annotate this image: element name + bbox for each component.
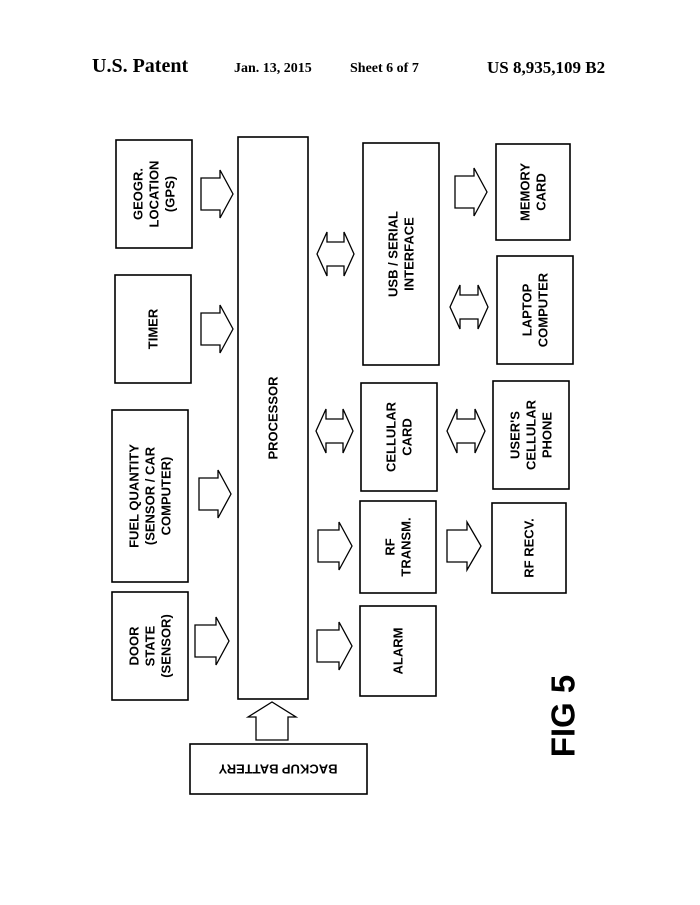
block-rf-transm: RFTRANSM.: [360, 501, 436, 593]
arrow-processor-cellular: [316, 409, 353, 453]
block-cellular: CELLULARCARD: [361, 383, 437, 491]
block-label-line: USB / SERIAL: [386, 211, 401, 297]
arrow-usb-to-memory: [455, 168, 487, 216]
block-processor-label: PROCESSOR: [266, 376, 281, 460]
block-label-line: FUEL QUANTITY: [127, 444, 142, 548]
block-label-line: USER'S: [508, 411, 523, 459]
block-label-line: TRANSM.: [399, 517, 414, 576]
block-gps: GEOGR.LOCATION(GPS): [116, 140, 192, 248]
arrow-processor-to-alarm: [317, 622, 352, 670]
block-label-line: GEOGR.: [131, 168, 146, 220]
block-label-line: COMPUTER): [159, 457, 174, 536]
block-label-line: TIMER: [146, 308, 161, 349]
block-label-line: (SENSOR): [159, 614, 174, 678]
block-label-line: COMPUTER: [536, 272, 551, 347]
block-label-line: (SENSOR / CAR: [143, 446, 158, 545]
block-label-line: CELLULAR: [384, 401, 399, 472]
block-label-line: LAPTOP: [520, 283, 535, 336]
block-alarm-label: ALARM: [391, 628, 406, 675]
figure-label: FIG 5: [545, 675, 582, 758]
block-label-line: ALARM: [391, 628, 406, 675]
block-label-line: CELLULAR: [524, 399, 539, 470]
block-alarm: ALARM: [360, 606, 436, 696]
block-phone: USER'SCELLULARPHONE: [493, 381, 569, 489]
block-label-line: RF: [383, 538, 398, 555]
arrow-fuel-to-processor: [199, 470, 231, 518]
block-label-line: STATE: [143, 625, 158, 666]
block-label-line: (GPS): [163, 176, 178, 212]
block-label-line: PHONE: [540, 412, 555, 459]
block-processor: PROCESSOR: [238, 137, 308, 699]
block-battery: BACKUP BATTERY: [190, 744, 367, 794]
block-battery-label: BACKUP BATTERY: [218, 762, 337, 777]
block-label-line: LOCATION: [147, 161, 162, 228]
block-label-line: PROCESSOR: [266, 376, 281, 460]
block-label-line: MEMORY: [518, 163, 533, 221]
block-label-line: CARD: [534, 173, 549, 211]
block-usb: USB / SERIALINTERFACE: [363, 143, 439, 365]
arrow-timer-to-processor: [201, 305, 233, 353]
arrow-battery-to-processor: [248, 702, 296, 740]
block-label-line: CARD: [400, 418, 415, 456]
block-fuel: FUEL QUANTITY(SENSOR / CARCOMPUTER): [112, 410, 188, 582]
arrow-gps-to-processor: [201, 170, 233, 218]
block-laptop: LAPTOPCOMPUTER: [497, 256, 573, 364]
block-fuel-label: FUEL QUANTITY(SENSOR / CARCOMPUTER): [127, 444, 174, 548]
arrow-processor-usb: [317, 232, 354, 276]
block-memory: MEMORYCARD: [496, 144, 570, 240]
block-rf-recv-label: RF RECV.: [522, 518, 537, 577]
arrow-rf-transm-to-recv: [447, 522, 481, 570]
block-label-line: INTERFACE: [402, 217, 417, 291]
block-timer-label: TIMER: [146, 308, 161, 349]
block-usb-label: USB / SERIALINTERFACE: [386, 211, 417, 297]
block-rf-recv: RF RECV.: [492, 503, 566, 593]
arrow-cellular-phone: [447, 409, 485, 453]
arrow-processor-to-rf: [318, 522, 352, 570]
block-door: DOORSTATE(SENSOR): [112, 592, 188, 700]
block-label-line: DOOR: [127, 626, 142, 666]
block-label-line: BACKUP BATTERY: [218, 762, 337, 777]
block-label-line: RF RECV.: [522, 518, 537, 577]
arrow-door-to-processor: [195, 617, 229, 665]
block-timer: TIMER: [115, 275, 191, 383]
arrow-usb-laptop: [450, 285, 488, 329]
